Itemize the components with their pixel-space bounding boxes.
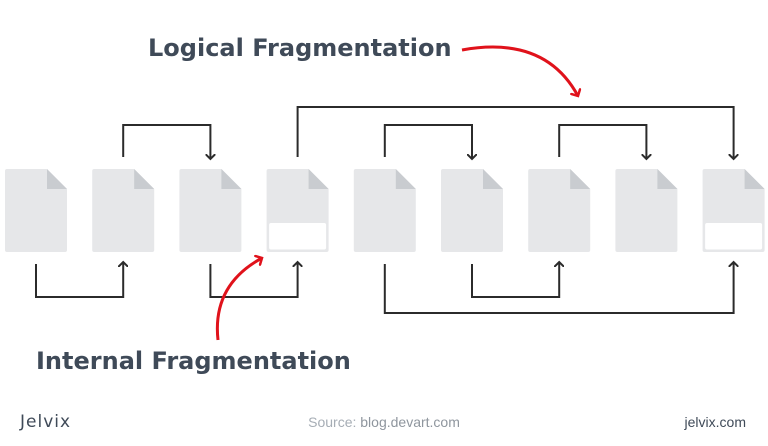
memory-page	[441, 169, 503, 252]
brand-logo: Jelvix	[20, 412, 72, 432]
memory-page	[5, 169, 67, 252]
memory-page	[615, 169, 678, 252]
page-body	[528, 169, 591, 252]
footer: Jelvix Source: blog.devart.com jelvix.co…	[0, 404, 768, 446]
bottom-link-arrow	[471, 262, 559, 298]
site-url: jelvix.com	[684, 414, 746, 430]
page-fold	[221, 169, 242, 189]
page-fold	[483, 169, 503, 189]
memory-page	[702, 169, 765, 252]
page-fold	[570, 169, 591, 189]
page-fold	[395, 169, 416, 189]
page-fold	[308, 169, 329, 189]
page-fold	[657, 169, 678, 189]
memory-page	[179, 169, 242, 252]
top-link-arrow	[122, 124, 210, 159]
bottom-link-arrow	[383, 262, 734, 314]
top-link-arrow	[383, 124, 472, 159]
top-link-arrow	[296, 106, 734, 159]
page-body	[441, 169, 503, 252]
page-unused-space	[703, 221, 765, 252]
internal-fragmentation-arrow	[215, 258, 262, 341]
source-url: blog.devart.com	[360, 414, 460, 430]
page-body	[179, 169, 242, 252]
page-fold	[134, 169, 155, 189]
page-body	[92, 169, 155, 252]
source-prefix: Source:	[308, 414, 357, 430]
internal-fragmentation-label: Internal Fragmentation	[36, 347, 351, 375]
memory-page	[92, 169, 155, 252]
page-fold	[47, 169, 67, 189]
memory-page	[353, 169, 416, 252]
bottom-link-arrow	[209, 262, 297, 298]
page-body	[5, 169, 67, 252]
logical-fragmentation-label: Logical Fragmentation	[148, 34, 452, 62]
source-credit: Source: blog.devart.com	[0, 414, 768, 430]
memory-page	[266, 169, 329, 252]
memory-page	[528, 169, 591, 252]
page-fold	[744, 169, 765, 189]
link-arrows	[35, 106, 734, 314]
page-body	[615, 169, 678, 252]
page-unused-space	[267, 221, 329, 252]
top-link-arrow	[558, 124, 646, 159]
bottom-link-arrow	[35, 262, 123, 298]
pages-row	[5, 169, 765, 252]
logical-fragmentation-arrow	[461, 45, 578, 96]
page-body	[353, 169, 416, 252]
